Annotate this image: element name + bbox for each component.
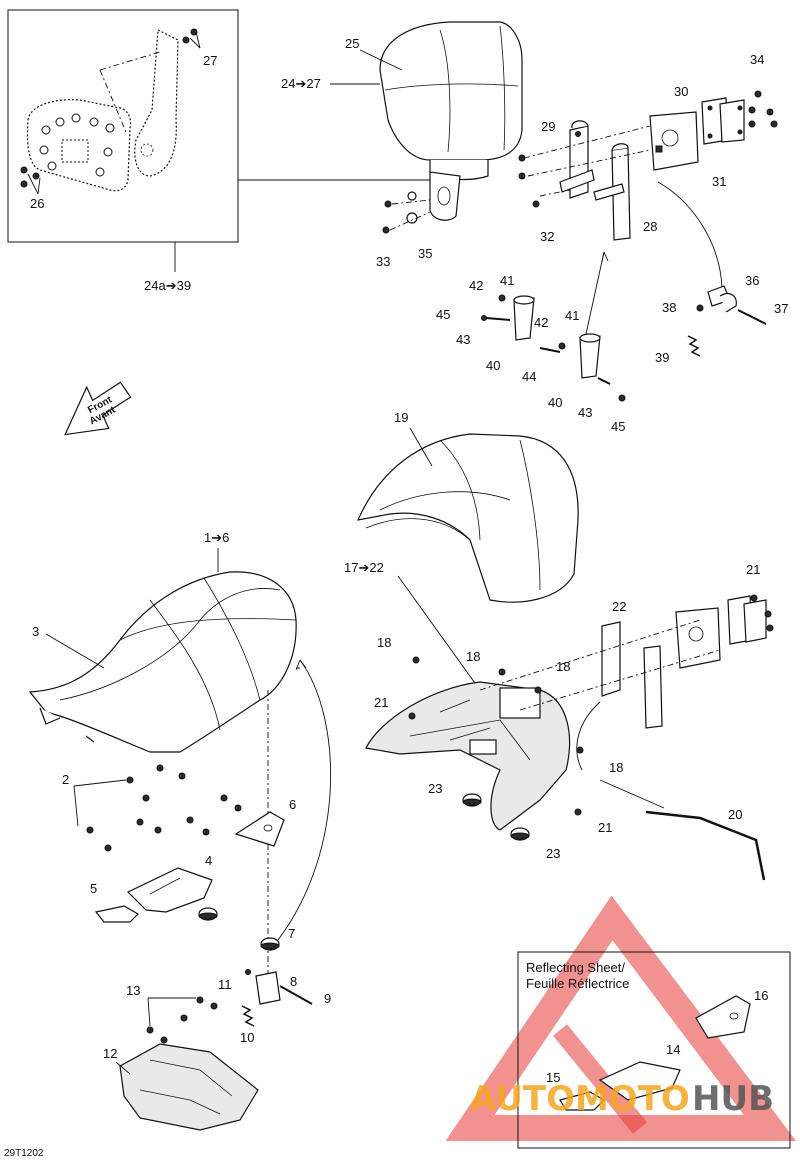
callout-8: 8 bbox=[290, 974, 297, 989]
callout-39: 39 bbox=[655, 350, 669, 365]
watermark-part2: HUB bbox=[692, 1079, 774, 1119]
callout-18c: 18 bbox=[556, 659, 570, 674]
reflecting-sheet-inset: Reflecting Sheet/ Feuille Réflectrice bbox=[517, 951, 791, 1149]
callout-9: 9 bbox=[324, 991, 331, 1006]
callout-43b: 43 bbox=[578, 405, 592, 420]
watermark-logo bbox=[445, 895, 797, 1141]
callout-35: 35 bbox=[418, 246, 432, 261]
callout-17-22: 17➔22 bbox=[344, 560, 384, 575]
callout-20: 20 bbox=[728, 807, 742, 822]
washer-screw-group bbox=[382, 191, 431, 234]
callout-34: 34 bbox=[750, 52, 764, 67]
callout-24-27: 24➔27 bbox=[281, 76, 321, 91]
callout-7: 7 bbox=[288, 926, 295, 941]
lower-parts bbox=[94, 811, 313, 1131]
callout-45a: 45 bbox=[436, 307, 450, 322]
callout-13: 13 bbox=[126, 983, 140, 998]
callout-21c: 21 bbox=[598, 820, 612, 835]
diagram-code: 29T1202 bbox=[4, 1148, 44, 1159]
callout-27: 27 bbox=[203, 53, 217, 68]
callout-1-6: 1➔6 bbox=[204, 530, 229, 545]
passenger-seat-cushion bbox=[356, 433, 579, 603]
callout-6: 6 bbox=[289, 797, 296, 812]
callout-42a: 42 bbox=[469, 278, 483, 293]
callout-23b: 23 bbox=[546, 846, 560, 861]
driver-seat bbox=[28, 571, 332, 980]
watermark-part1: AUTOMOTO bbox=[470, 1079, 690, 1119]
callout-15: 15 bbox=[546, 1070, 560, 1085]
callout-labels: 27 26 24a➔39 25 24➔27 34 30 29 31 28 32 … bbox=[4, 36, 788, 1159]
callout-18d: 18 bbox=[609, 760, 623, 775]
callout-19: 19 bbox=[394, 410, 408, 425]
callout-33: 33 bbox=[376, 254, 390, 269]
callout-2: 2 bbox=[62, 772, 69, 787]
callout-5: 5 bbox=[90, 881, 97, 896]
callout-26: 26 bbox=[30, 196, 44, 211]
callout-4: 4 bbox=[205, 853, 212, 868]
inset-title-fr: Feuille Réflectrice bbox=[526, 976, 629, 991]
backrest-cushion bbox=[379, 21, 523, 221]
latch-assembly bbox=[657, 181, 767, 357]
callout-21b: 21 bbox=[374, 695, 388, 710]
callout-32: 32 bbox=[540, 229, 554, 244]
callout-37: 37 bbox=[774, 301, 788, 316]
callout-36: 36 bbox=[745, 273, 759, 288]
callout-18b: 18 bbox=[466, 649, 480, 664]
callout-42b: 42 bbox=[534, 315, 548, 330]
callout-38: 38 bbox=[662, 300, 676, 315]
callout-29: 29 bbox=[541, 119, 555, 134]
callout-12: 12 bbox=[103, 1046, 117, 1061]
adjuster-knobs bbox=[481, 251, 626, 402]
callout-21a: 21 bbox=[746, 562, 760, 577]
callout-41b: 41 bbox=[565, 308, 579, 323]
callout-14: 14 bbox=[666, 1042, 680, 1057]
callout-16: 16 bbox=[754, 988, 768, 1003]
callout-18a: 18 bbox=[377, 635, 391, 650]
inset-backrest-plate bbox=[7, 9, 239, 272]
callout-23a: 23 bbox=[428, 781, 442, 796]
callout-45b: 45 bbox=[611, 419, 625, 434]
callout-10: 10 bbox=[240, 1030, 254, 1045]
watermark-text: AUTOMOTO HUB bbox=[470, 1079, 774, 1119]
callout-3: 3 bbox=[32, 624, 39, 639]
front-direction-arrow: Front Avant bbox=[64, 381, 132, 436]
callout-24a-39: 24a➔39 bbox=[144, 278, 191, 293]
callout-11: 11 bbox=[218, 977, 232, 992]
callout-40b: 40 bbox=[548, 395, 562, 410]
callout-25: 25 bbox=[345, 36, 359, 51]
callout-22: 22 bbox=[612, 599, 626, 614]
passenger-seat-base bbox=[365, 594, 774, 881]
callout-28: 28 bbox=[643, 219, 657, 234]
callout-43a: 43 bbox=[456, 332, 470, 347]
callout-30: 30 bbox=[674, 84, 688, 99]
inset-title-en: Reflecting Sheet/ bbox=[526, 960, 625, 975]
callout-31: 31 bbox=[712, 174, 726, 189]
backrest-bracket-assembly bbox=[518, 90, 778, 241]
callout-41a: 41 bbox=[500, 273, 514, 288]
callout-44: 44 bbox=[522, 369, 536, 384]
callout-40a: 40 bbox=[486, 358, 500, 373]
